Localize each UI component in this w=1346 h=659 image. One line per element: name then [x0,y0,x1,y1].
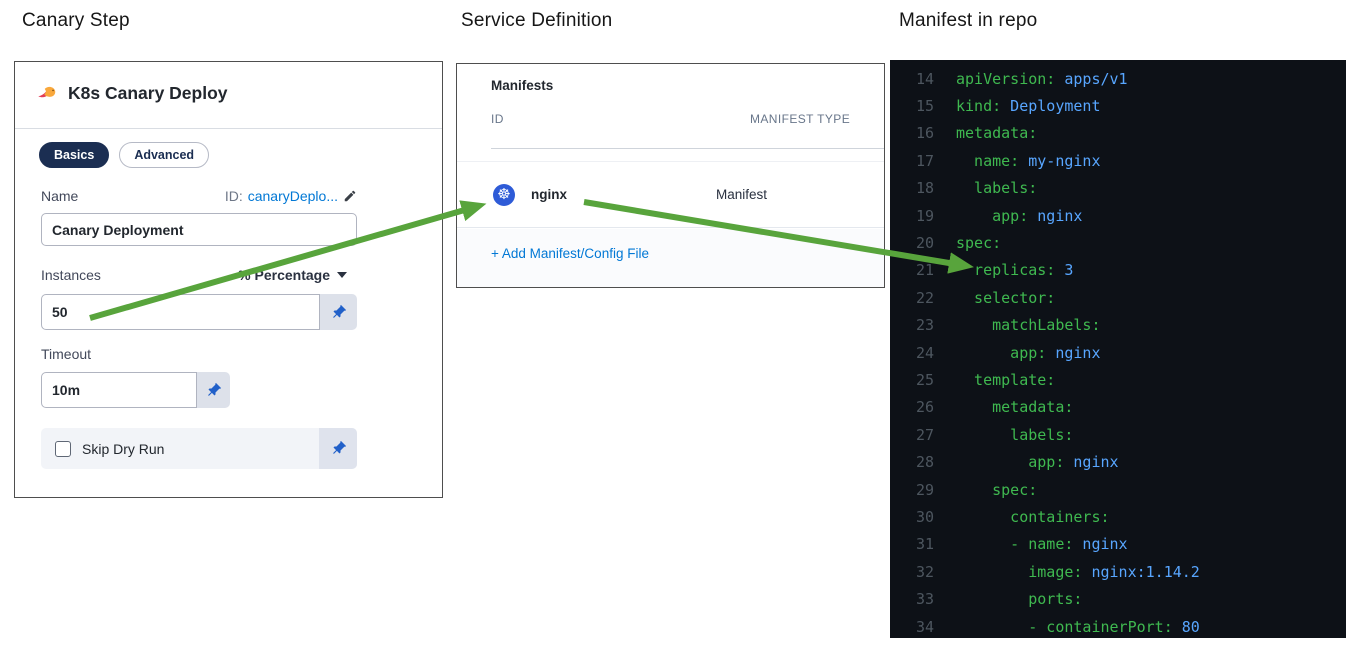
column-id: ID [491,112,504,126]
skip-dry-run-pin-button[interactable] [319,428,357,469]
service-definition-panel: Manifests ID MANIFEST TYPE ☸ nginx Manif… [456,63,885,288]
tab-advanced[interactable]: Advanced [119,142,210,168]
chevron-down-icon [337,272,347,278]
step-id-link[interactable]: canaryDeplo... [247,188,338,204]
manifest-in-repo-title: Manifest in repo [899,10,1038,31]
id-prefix: ID: [224,188,243,204]
canary-step-title: Canary Step [22,10,130,31]
code-line: 26 metadata: [915,398,1074,417]
name-label: Name [41,188,79,204]
skip-dry-run-label: Skip Dry Run [82,440,165,457]
table-header-divider [491,148,884,149]
code-line: 31 - name: nginx [915,535,1128,554]
edit-pencil-icon[interactable] [343,189,357,203]
skip-dry-run-row: Skip Dry Run [41,428,357,469]
code-line: 24 app: nginx [915,343,1101,362]
instances-unit-dropdown[interactable]: % Percentage [238,267,347,283]
manifests-table-header: ID MANIFEST TYPE [491,112,884,126]
code-line: 18 labels: [915,179,1038,198]
manifest-type: Manifest [716,187,768,202]
skip-dry-run-checkbox[interactable] [55,440,71,457]
header-divider [15,128,442,129]
service-definition-title: Service Definition [461,10,613,31]
code-line: 23 matchLabels: [915,316,1101,335]
step-title: K8s Canary Deploy [68,82,228,103]
instances-input[interactable] [41,294,320,330]
manifest-id: nginx [531,187,567,202]
manifests-section-title: Manifests [491,78,554,93]
code-line: 17 name: my-nginx [915,151,1101,170]
column-manifest-type: MANIFEST TYPE [750,112,851,126]
code-line: 29 spec: [915,480,1038,499]
instances-label: Instances [41,267,101,283]
code-line: 32 image: nginx:1.14.2 [915,562,1200,581]
canary-bird-icon [36,82,58,104]
manifest-row-nginx[interactable]: ☸ nginx Manifest [457,161,884,228]
code-line: 21 replicas: 3 [915,261,1074,280]
canary-step-panel: K8s Canary Deploy Basics Advanced Name I… [14,61,443,498]
code-line: 19 app: nginx [915,206,1083,225]
timeout-pin-button[interactable] [197,372,230,408]
tab-basics[interactable]: Basics [39,142,110,168]
code-line: 34 - containerPort: 80 [915,617,1200,636]
code-line: 33 ports: [915,590,1083,609]
instances-pin-button[interactable] [320,294,357,330]
code-line: 30 containers: [915,507,1110,526]
instances-unit-value: % Percentage [238,267,330,283]
code-line: 28 app: nginx [915,453,1119,472]
manifests-footer: + Add Manifest/Config File [457,229,884,287]
code-line: 27 labels: [915,425,1074,444]
timeout-label: Timeout [41,346,92,362]
add-manifest-link[interactable]: + Add Manifest/Config File [491,246,649,261]
name-input[interactable] [41,213,357,246]
step-tabs: Basics Advanced [39,142,210,168]
kubernetes-icon: ☸ [493,183,515,206]
code-line: 25 template: [915,370,1056,389]
code-line: 22 selector: [915,288,1056,307]
timeout-input[interactable] [41,372,197,408]
step-header: K8s Canary Deploy [36,82,228,104]
